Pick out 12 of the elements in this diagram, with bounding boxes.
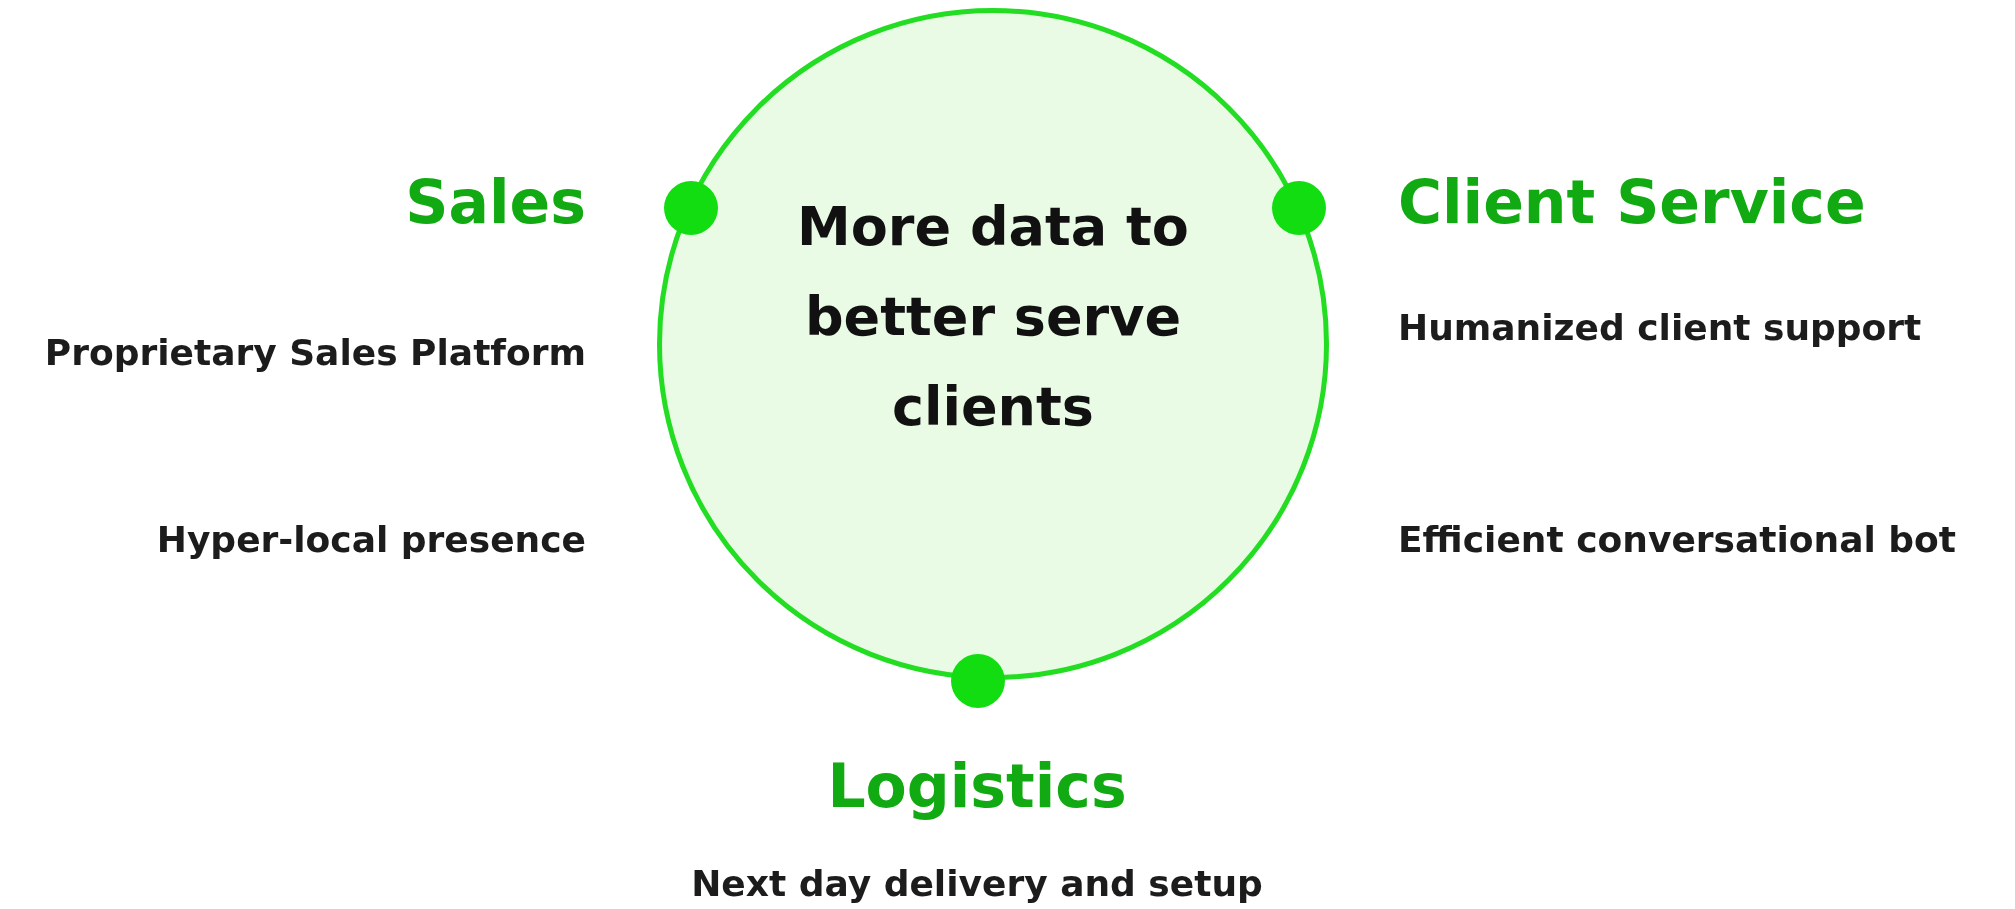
feature-text: Next day delivery and setup [691, 864, 1263, 904]
feature-text: Efficient conversational bot [1398, 520, 1957, 560]
dot-marker [951, 654, 1005, 708]
area-heading: Client Service [1398, 169, 1866, 235]
area-heading: Sales [405, 169, 586, 235]
center-circle [657, 8, 1329, 680]
feature-text: Hyper-local presence [156, 520, 586, 560]
feature-text: Humanized client support [1398, 308, 1922, 348]
feature-text: Proprietary Sales Platform [44, 333, 586, 373]
area-heading: Logistics [827, 753, 1127, 819]
dot-marker [1272, 181, 1326, 235]
center-heading: More data to better serve clients [796, 194, 1190, 440]
